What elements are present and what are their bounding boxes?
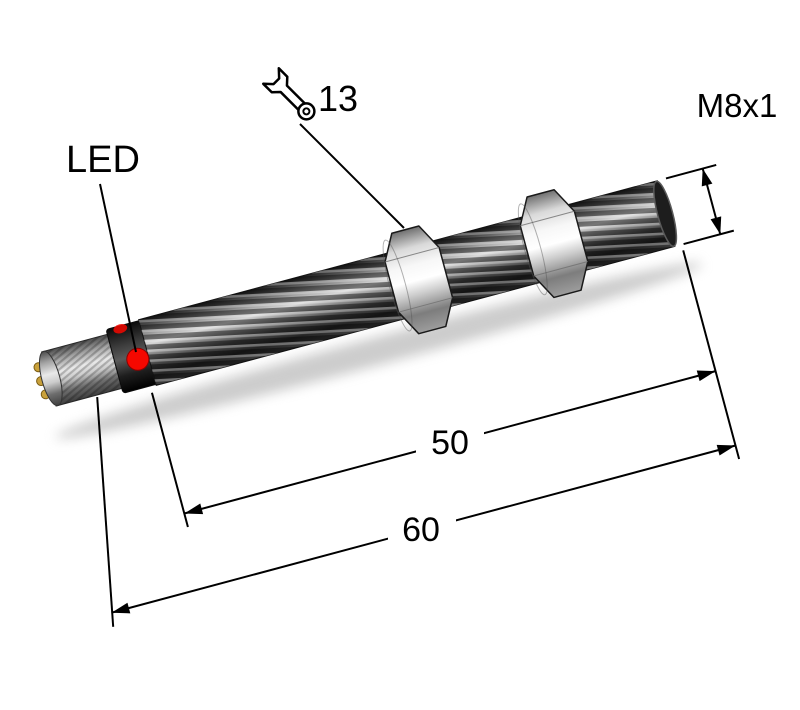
barrel-tip xyxy=(653,180,678,248)
extension-line-diameter-top xyxy=(665,163,717,180)
wrench-size-label: 13 xyxy=(318,78,358,119)
arrowhead xyxy=(696,370,716,382)
wrench-leader-line xyxy=(299,123,405,229)
extension-line-diameter-bottom xyxy=(683,229,735,246)
dimension-50-text-gap xyxy=(416,421,484,463)
extension-line-right xyxy=(682,250,741,460)
thread-length-label: 50 xyxy=(431,424,469,462)
thread-spec-label: M8x1 xyxy=(697,87,778,124)
led-leader-line xyxy=(99,183,137,353)
arrowhead xyxy=(184,503,204,515)
extension-line-60-left xyxy=(96,397,115,627)
arrowhead xyxy=(710,216,722,235)
extension-line-50-left xyxy=(150,392,189,528)
led-label: LED xyxy=(66,139,140,181)
sensor-assembly xyxy=(33,163,741,627)
led-indicator-back xyxy=(113,324,128,334)
arrowhead xyxy=(111,602,131,614)
connector-face xyxy=(38,350,63,407)
arrowhead xyxy=(716,444,736,456)
overall-length-label: 60 xyxy=(402,511,440,549)
annotations: LED 13 M8x1 50 60 xyxy=(66,67,778,550)
drop-shadow xyxy=(55,262,703,439)
dimension-60-text-gap xyxy=(388,508,456,550)
arrowhead xyxy=(701,168,713,187)
wrench-icon xyxy=(262,67,316,121)
connector xyxy=(33,333,123,407)
